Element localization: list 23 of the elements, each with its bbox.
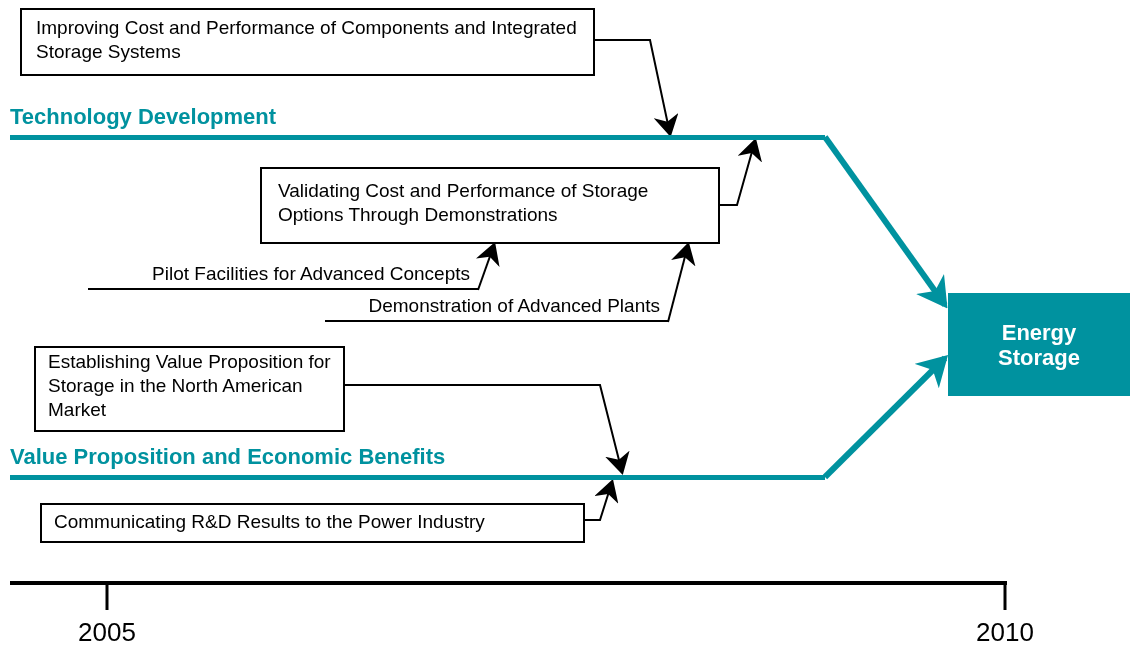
goal-text: Energy Storage [997, 319, 1081, 370]
arrow [594, 39, 679, 138]
box-text: Validating Cost and Performance of Storage Options Through Demonstrations [278, 179, 650, 227]
arrow [344, 384, 630, 476]
arrow [822, 135, 948, 309]
arrow [584, 479, 619, 521]
process-box [34, 346, 345, 432]
year-label: 2005 [78, 617, 136, 648]
box-text: Communicating R&D Results to the Power Industry [54, 510, 486, 534]
milestone-label: Demonstration of Advanced Plants [368, 294, 660, 318]
goal-box [948, 293, 1130, 396]
box-text: Improving Cost and Performance of Components and Integrated Storage Systems [36, 16, 578, 64]
track-label: Value Proposition and Economic Benefits [10, 444, 446, 470]
process-box [260, 167, 720, 244]
process-box [20, 8, 595, 76]
arrow [822, 355, 949, 480]
track-label: Technology Development [10, 104, 277, 130]
year-label: 2010 [976, 617, 1034, 648]
arrow [719, 137, 762, 206]
arrow [475, 242, 500, 291]
process-box [40, 503, 585, 543]
milestone-label: Pilot Facilities for Advanced Concepts [152, 262, 470, 286]
box-text: Establishing Value Proposition for Storage in the North American Market [48, 350, 331, 422]
